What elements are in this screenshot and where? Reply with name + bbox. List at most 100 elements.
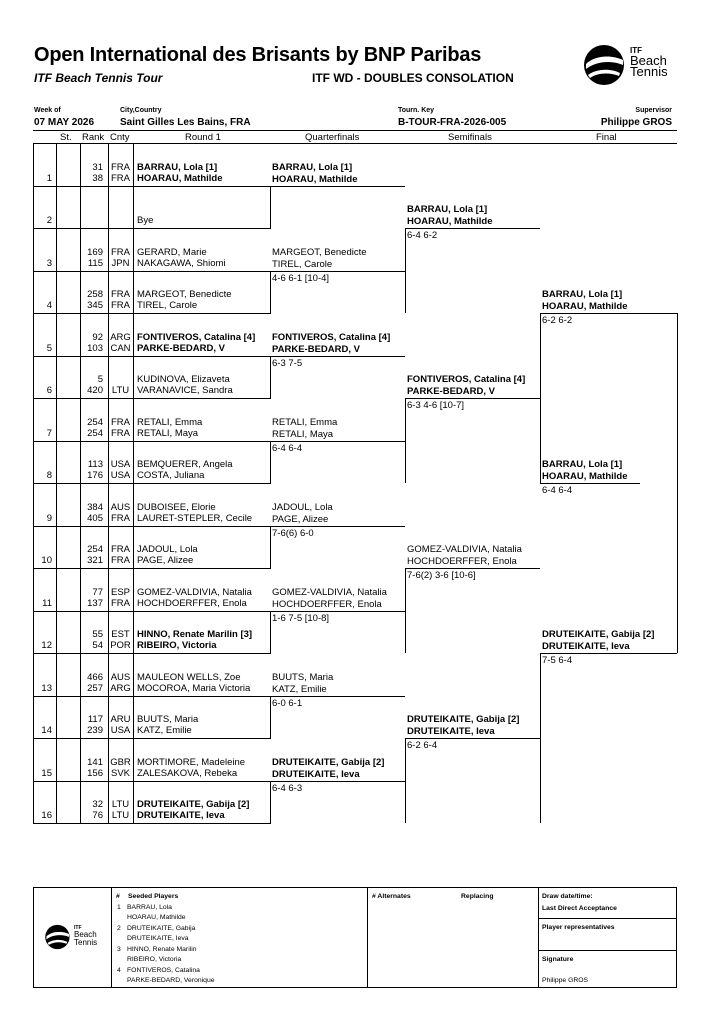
champion-score: 6-4 6-4	[542, 485, 573, 496]
player-country: USA	[110, 725, 131, 736]
logo-itf-text: ITF	[630, 46, 642, 55]
player-rank: 92	[92, 331, 103, 343]
player-representatives-label: Player representatives	[542, 924, 615, 931]
bracket-connector	[270, 781, 271, 824]
col-round1: Round 1	[185, 132, 221, 143]
col-cnty: Cnty	[110, 132, 130, 143]
supervisor-value: Philippe GROS	[600, 117, 672, 128]
col-quarterfinals: Quarterfinals	[305, 132, 360, 143]
footer-logo-tennis: Tennis	[74, 938, 98, 947]
player-rank: 103	[87, 342, 103, 354]
replacing-title: Replacing	[461, 893, 494, 900]
draw-position: 9	[46, 512, 52, 524]
week-label: Week of	[34, 107, 61, 114]
player-name: FONTIVEROS, Catalina [4]	[137, 331, 256, 343]
draw-position: 2	[46, 215, 52, 226]
advancing-name-2: RETALI, Maya	[272, 429, 334, 440]
match-score: 6-3 7-5	[272, 358, 303, 369]
draw-position: 7	[46, 427, 52, 439]
draw-position: 5	[46, 342, 52, 354]
draw-date-label: Draw date/time:	[542, 893, 593, 900]
player-country: LTU	[111, 799, 130, 810]
player-rank: 169	[87, 246, 103, 258]
seeded-players-title: Seeded Players	[128, 893, 179, 900]
draw-position: 16	[41, 810, 52, 821]
draw-row-line	[33, 185, 270, 187]
advancing-name-1: GOMEZ-VALDIVIA, Natalia	[407, 544, 522, 555]
player-country: LTU	[111, 810, 130, 821]
match-score: 7-6(6) 6-0	[272, 528, 314, 539]
bracket-winner-line	[540, 653, 677, 654]
player-rank: 156	[87, 767, 103, 779]
player-name: BUUTS, Maria	[137, 714, 199, 725]
tourn-key-label: Tourn. Key	[398, 107, 435, 114]
advancing-name-1: BUUTS, Maria	[272, 672, 334, 683]
final-connector	[677, 313, 678, 653]
player-rank: 141	[87, 756, 103, 768]
seed-player-2: HOARAU, Mathilde	[127, 914, 186, 921]
player-rank: 258	[87, 289, 103, 300]
alternates-title: # Alternates	[372, 893, 411, 900]
player-rank: 113	[87, 459, 103, 470]
player-rank: 115	[87, 257, 103, 269]
footer-logo: ITF Beach Tennis	[44, 923, 106, 953]
bracket-winner-line	[270, 611, 405, 612]
last-direct-acceptance-label: Last Direct Acceptance	[542, 905, 617, 912]
advancing-name-1: MARGEOT, Benedicte	[272, 247, 367, 258]
match-score: 6-4 6-2	[407, 230, 438, 241]
player-country: FRA	[111, 512, 130, 524]
advancing-name-2: PARKE-BEDARD, V	[407, 386, 495, 397]
advancing-name-2: HOARAU, Mathilde	[272, 174, 358, 185]
match-score: 6-2 6-4	[407, 740, 438, 751]
advancing-name-1: GOMEZ-VALDIVIA, Natalia	[272, 587, 387, 598]
seed-player-1: FONTIVEROS, Catalina	[127, 967, 200, 974]
player-name: HOARAU, Mathilde	[137, 172, 223, 184]
draw-row-line	[33, 738, 270, 739]
tourn-key-value: B-TOUR-FRA-2026-005	[398, 117, 507, 128]
champion-line	[540, 483, 640, 484]
player-rank: 420	[87, 385, 103, 396]
supervisor-label: Supervisor	[635, 107, 672, 114]
player-country: FRA	[111, 555, 130, 566]
player-name: GERARD, Marie	[137, 246, 207, 258]
draw-position: 11	[42, 597, 52, 609]
player-name: KATZ, Emilie	[137, 725, 192, 736]
player-rank: 239	[87, 725, 103, 736]
draw-row-line	[33, 398, 270, 399]
bracket-winner-line	[405, 738, 540, 739]
logo-beach-text: Beach	[630, 53, 667, 68]
col-rank: Rank	[82, 132, 105, 143]
advancing-name-1: BARRAU, Lola [1]	[542, 289, 623, 300]
player-country: FRA	[111, 289, 130, 300]
player-country: FRA	[111, 300, 130, 311]
advancing-name-1: BARRAU, Lola [1]	[272, 162, 353, 173]
draw-position: 8	[46, 470, 52, 481]
draw-row-line	[33, 440, 270, 442]
player-rank: 77	[92, 586, 103, 598]
advancing-name-1: FONTIVEROS, Catalina [4]	[272, 332, 391, 343]
advancing-name-1: DRUTEIKAITE, Gabija [2]	[407, 714, 520, 725]
bracket-winner-line	[405, 568, 540, 569]
player-name: VARANAVICE, Sandra	[137, 385, 233, 396]
player-country: ARU	[110, 714, 131, 725]
draw-position: 3	[46, 257, 52, 269]
player-rank: 254	[87, 544, 103, 555]
player-name: ZALESAKOVA, Rebeka	[137, 767, 238, 779]
tour-name: ITF Beach Tennis Tour	[34, 71, 163, 85]
bracket-connector	[270, 356, 271, 399]
advancing-name-1: JADOUL, Lola	[272, 502, 333, 513]
player-country: EST	[111, 629, 130, 640]
advancing-name-1: BARRAU, Lola [1]	[407, 204, 488, 215]
seed-player-2: DRUTEIKAITE, Ieva	[127, 935, 189, 942]
draw-row-line	[33, 695, 270, 697]
player-name: GOMEZ-VALDIVIA, Natalia	[137, 586, 252, 598]
player-name: BEMQUERER, Angela	[137, 459, 233, 470]
seed-number: 1	[117, 904, 121, 911]
event-name: ITF WD - DOUBLES CONSOLATION	[312, 71, 514, 85]
player-name: TIREL, Carole	[137, 300, 198, 311]
advancing-name-1: DRUTEIKAITE, Gabija [2]	[542, 629, 655, 640]
player-rank: 32	[92, 799, 103, 810]
player-country: CAN	[110, 342, 131, 354]
seed-player-1: HINNO, Renate Marilin	[127, 946, 197, 953]
player-rank: 257	[87, 682, 103, 694]
